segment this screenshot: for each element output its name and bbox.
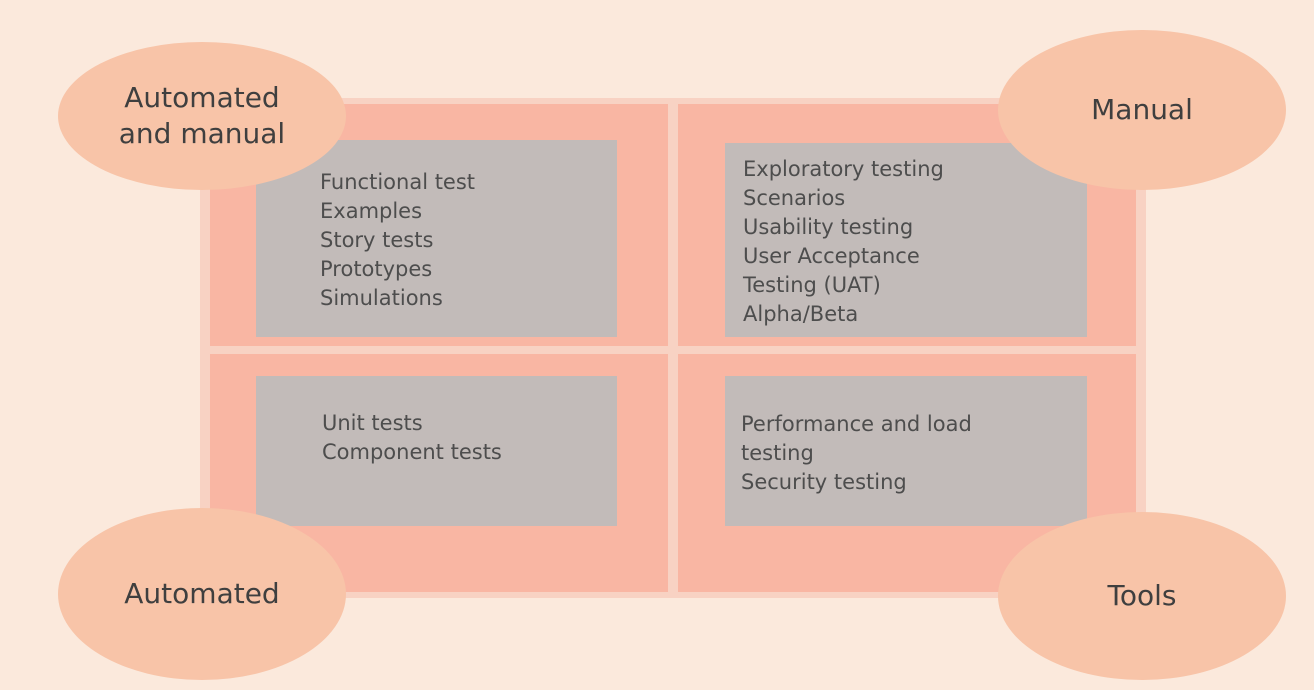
corner-label-text: Automated <box>124 577 280 610</box>
corner-label-bottom-right: Tools <box>998 512 1286 680</box>
content-box-bottom-left: Unit tests Component tests <box>256 376 617 526</box>
corner-label-top-right: Manual <box>998 30 1286 190</box>
item-list-bottom-left: Unit tests Component tests <box>322 409 617 467</box>
list-item: Performance and load <box>741 412 972 436</box>
item-list-top-left: Functional test Examples Story tests Pro… <box>320 168 617 313</box>
list-item: Unit tests <box>322 411 423 435</box>
list-item: Scenarios <box>743 186 846 210</box>
list-item: Component tests <box>322 440 502 464</box>
list-item: testing <box>741 441 814 465</box>
list-item: User Acceptance <box>743 244 920 268</box>
item-list-top-right: Exploratory testing Scenarios Usability … <box>743 155 1087 329</box>
list-item: Prototypes <box>320 257 433 281</box>
list-item: Security testing <box>741 470 907 494</box>
content-box-top-left: Functional test Examples Story tests Pro… <box>256 140 617 337</box>
list-item: Examples <box>320 199 423 223</box>
list-item: Exploratory testing <box>743 157 944 181</box>
corner-label-bottom-left: Automated <box>58 508 346 680</box>
list-item: Story tests <box>320 228 434 252</box>
corner-label-text: Tools <box>1107 579 1177 612</box>
list-item: Testing (UAT) <box>743 273 881 297</box>
item-list-bottom-right: Performance and load testing Security te… <box>741 410 1087 497</box>
content-box-top-right: Exploratory testing Scenarios Usability … <box>725 143 1087 337</box>
corner-label-text: Automated and manual <box>118 81 286 150</box>
list-item: Alpha/Beta <box>743 302 859 326</box>
list-item: Functional test <box>320 170 476 194</box>
content-box-bottom-right: Performance and load testing Security te… <box>725 376 1087 526</box>
corner-label-text: Manual <box>1091 93 1193 126</box>
list-item: Simulations <box>320 286 443 310</box>
list-item: Usability testing <box>743 215 914 239</box>
corner-label-top-left: Automated and manual <box>58 42 346 190</box>
